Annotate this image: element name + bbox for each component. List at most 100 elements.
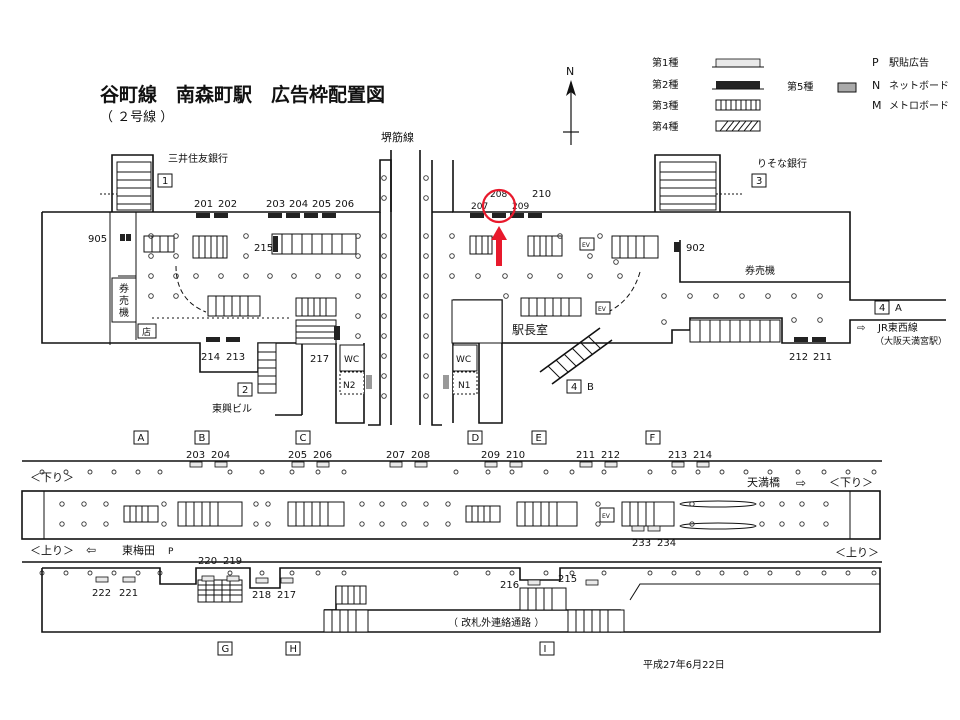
exit-4b-box <box>566 379 582 394</box>
map-subtitle: （ ２号線 ） <box>100 109 173 125</box>
platform-ad-bottom-220: 220 <box>198 556 217 582</box>
kiosk <box>137 323 157 339</box>
svg-text:204: 204 <box>211 450 230 461</box>
legend-type1-swatch <box>715 58 761 68</box>
date-label: 平成27年6月22日 <box>643 658 725 671</box>
n1-ad-panel <box>443 375 449 389</box>
section-marker-b: B <box>194 430 210 445</box>
exit-1-box <box>157 173 173 188</box>
platform-ad-top-207: 207 <box>386 450 405 468</box>
svg-text:214: 214 <box>693 450 712 461</box>
exit-4a-letter: A <box>895 303 902 314</box>
tenmabashi-arrow: ⇨ <box>796 476 806 490</box>
exit-4a-num: 4 <box>879 303 885 314</box>
ad-label-902: 902 <box>686 243 705 254</box>
platform-ad-bottom-216: 216 <box>500 579 541 591</box>
exit-1-label: 1 <box>162 176 168 187</box>
exit-4b-num: 4 <box>571 382 577 393</box>
legend-type3-label: 第3種 <box>652 99 678 112</box>
svg-text:D: D <box>472 433 480 444</box>
platform-ad-top-205: 205 <box>288 450 307 468</box>
section-marker-d: D <box>467 430 483 445</box>
station-office-label: 駅長室 <box>512 322 548 337</box>
section-marker-f: F <box>645 430 661 445</box>
exit-2-box <box>237 382 253 397</box>
svg-text:217: 217 <box>277 590 296 601</box>
section-marker-h: H <box>285 641 301 656</box>
svg-text:P: P <box>872 56 879 69</box>
svg-text:215: 215 <box>558 574 577 585</box>
svg-text:C: C <box>300 433 307 444</box>
p-mark: P <box>168 547 174 557</box>
platform-ad-top-204: 204 <box>211 450 230 468</box>
section-marker-g: G <box>217 641 233 656</box>
platform-ad-bottom-221: 221 <box>119 576 138 599</box>
legend-type2-swatch <box>716 81 760 89</box>
ad-label-214: 214 <box>201 352 220 363</box>
svg-text:213: 213 <box>668 450 687 461</box>
svg-text:N: N <box>872 79 880 92</box>
platform-ad-top-214: 214 <box>693 450 712 468</box>
platform-pillars <box>39 469 877 576</box>
legend-type4-label: 第4種 <box>652 120 678 133</box>
legend-type2-label: 第2種 <box>652 78 678 91</box>
lower-passage <box>41 567 881 633</box>
section-marker-a: A <box>133 430 149 445</box>
platform-ad-bottom-215: 215 <box>558 574 599 586</box>
svg-text:216: 216 <box>500 580 519 591</box>
svg-text:205: 205 <box>288 450 307 461</box>
legend: 第1種 第2種 第3種 第4種 第5種 P 駅貼広告 N ネットボード M メト… <box>652 56 949 133</box>
platform-ad-bottom-218: 218 <box>252 577 271 601</box>
n1-label: N1 <box>458 381 470 391</box>
exit-stair-3 <box>659 161 742 211</box>
section-markers-top: A B C D E F <box>133 430 661 445</box>
svg-text:EV: EV <box>582 242 591 249</box>
legend-type4-swatch <box>715 120 761 132</box>
direction-down-left: ＜下り＞ <box>30 471 74 484</box>
svg-text:218: 218 <box>252 590 271 601</box>
exit-2-label: 2 <box>242 385 248 396</box>
platform-ad-top-211: 211 <box>576 450 595 468</box>
wc-label-west: WC <box>344 355 359 365</box>
section-marker-e: E <box>531 430 547 445</box>
pillars <box>148 175 823 399</box>
jr-line-label: JR東西線 <box>877 321 918 334</box>
svg-text:209: 209 <box>481 450 500 461</box>
ad-label-210: 210 <box>532 189 551 200</box>
ticket-east-label: 券売機 <box>745 264 775 277</box>
sakaisuji-line-label: 堺筋線 <box>381 130 414 144</box>
highlight-circle <box>481 188 517 224</box>
platform-ads-bottom: 222 221 220 219 218 217 216 215 <box>92 556 599 601</box>
platform-ev-label: EV <box>602 513 611 520</box>
exit-4b-letter: B <box>587 382 594 393</box>
platform-ad-top-206: 206 <box>313 450 332 468</box>
svg-text:207: 207 <box>386 450 405 461</box>
svg-text:E: E <box>536 433 542 444</box>
ticket-west-label-2: 売 <box>119 294 129 307</box>
svg-text:A: A <box>138 433 145 444</box>
ev-concourse-2 <box>595 301 611 315</box>
toko-building-label: 東興ビル <box>212 402 252 415</box>
platform-ad-top-212: 212 <box>601 450 620 468</box>
n2-ad-panel <box>366 375 372 389</box>
ad-label-212: 212 <box>789 352 808 363</box>
platform-ad-top-208: 208 <box>411 450 430 468</box>
exit-3-label: 3 <box>756 176 762 187</box>
platform-ad-bottom-219: 219 <box>223 556 242 582</box>
jr-station-label: （大阪天満宮駅） <box>875 335 947 347</box>
svg-text:222: 222 <box>92 588 111 599</box>
platform-ad-top-203: 203 <box>186 450 205 468</box>
ad-label-217: 217 <box>310 354 329 365</box>
wc-label-east: WC <box>456 355 471 365</box>
island-platform <box>21 490 881 540</box>
n1-box <box>452 371 478 395</box>
highlight-arrow-icon <box>491 226 507 266</box>
ad-label-208: 208 <box>490 190 507 200</box>
platform-ad-234: 234 <box>657 538 676 549</box>
east-gate-arc <box>607 271 641 313</box>
ad-label-211: 211 <box>813 352 832 363</box>
legend-type1-label: 第1種 <box>652 56 678 69</box>
station-office-room <box>451 299 503 344</box>
